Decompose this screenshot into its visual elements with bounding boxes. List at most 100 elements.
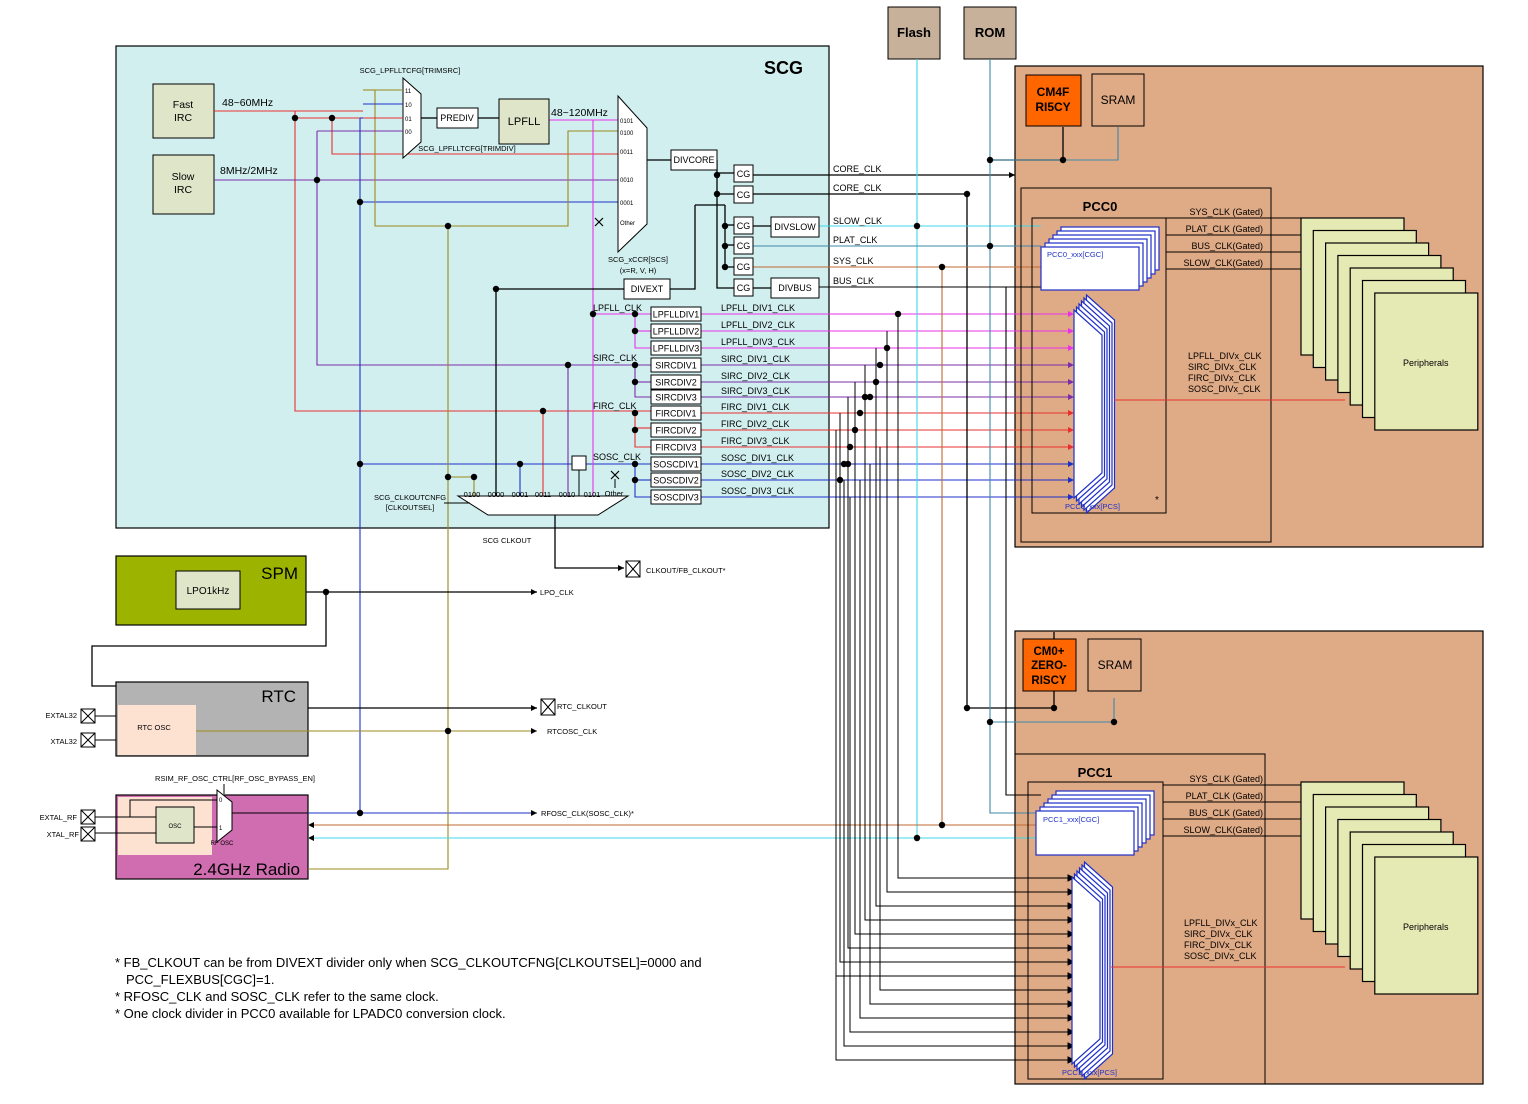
divider-0 [650,306,702,322]
cm4f-box [1025,74,1082,127]
cg-gate-4 [733,257,754,276]
pcs-arrow-11 [1067,1028,1076,1036]
divider-6 [650,405,702,421]
rf-osc-box [155,806,195,844]
arrow-0 [531,589,537,595]
rf-osc-inner-label: OSC [168,824,182,830]
scg-clkout-label: SCG CLKOUT [483,536,532,545]
clkout-pin-label: CLKOUT/FB_CLKOUT* [646,566,726,575]
pcc0-in-arrow-7 [1068,427,1074,433]
prediv-box [436,107,479,129]
junction-dot-39 [876,361,884,369]
bus-clk: BUS_CLK [833,276,874,286]
pcc0-in-arrow-8 [1068,444,1074,450]
pcc1-cgc-label: PCC1_xxx[CGC] [1043,815,1099,824]
clkout-in-0011: 0011 [535,490,551,499]
junction-dot-7 [470,473,478,481]
clkoutcfg-label-1: SCG_CLKOUTCNFG [374,493,446,502]
pcc0-in-arrow-0 [1068,311,1074,317]
clkout-mux [456,495,630,516]
pcc0-inner-box [1031,217,1167,514]
pcs-tap-10 [859,480,1068,1019]
pcs-arrow-5 [1067,944,1076,952]
radio-title: 2.4GHz Radio [193,860,300,879]
xtal32-pin-icon [80,732,96,748]
junction-dot-3 [356,198,364,206]
cg-gate-1 [733,185,754,204]
divider-label-2: LPFLLDIV3 [653,344,700,354]
xtal-rf-label: XTAL_RF [47,830,80,839]
clkout-in-0100: 0100 [464,490,481,499]
pcc0-in-arrow-10 [1068,477,1074,483]
junction-dot-20 [492,285,500,293]
clkout-in-0001: 0001 [512,490,529,499]
junction-dot-40 [866,393,874,401]
junction-dot-28 [986,242,994,250]
scs-mux-inputs: 0101 0100 0011 0010 0001 Other [620,119,635,227]
divbus-label: DIVBUS [778,283,812,293]
divider-label-1: LPFLLDIV2 [653,327,700,337]
trim-in-01: 01 [405,117,412,123]
junction-dot-38 [836,476,844,484]
junction-dot-25 [721,263,729,271]
pcc0-in-arrow-4 [1068,379,1074,385]
clkout-unconnected-x-icon [610,470,620,480]
slow-clk: SLOW_CLK [833,216,882,226]
scg-dividers: LPFLLDIV1LPFLL_DIV1_CLKLPFLLDIV2LPFLL_DI… [650,303,795,505]
lpo-box [175,570,241,610]
pcs-arrow-4 [1067,930,1076,938]
pcc1-pcs-stack [1071,860,1114,1081]
slow-irc-box [152,154,215,215]
junction-dot-42 [846,443,854,451]
sys-clk: SYS_CLK [833,256,874,266]
peripherals0-stack: Peripherals [1300,217,1479,431]
xccr-label-2: (x=R, V, H) [620,266,657,275]
cm0-label-3: RISCY [1031,675,1066,687]
junction-dot-13 [631,310,639,318]
junction-dot-47 [913,834,921,842]
divider-output-11: SOSC_DIV3_CLK [721,486,794,496]
sirc-wires [214,130,651,496]
pcc0-title: PCC0 [1083,199,1118,214]
note-3: * RFOSC_CLK and SOSC_CLK refer to the sa… [115,989,439,1004]
arrow-3 [531,810,537,816]
clkout-in-other: Other [605,489,624,498]
rtc-osc-box [118,705,196,755]
slow-irc-label-2: IRC [174,184,193,196]
periph0-label: Peripherals [1403,358,1449,368]
pcc1-divx-labels: LPFLL_DIVx_CLKSIRC_DIVx_CLKFIRC_DIVx_CLK… [1111,918,1345,968]
divider-label-0: LPFLLDIV1 [653,310,700,320]
pcs-tap-2 [875,348,1068,907]
divider-2 [650,340,702,356]
peripherals1-stack: Peripherals [1300,781,1479,995]
cg-label-5: CG [737,283,751,293]
cm4f-label-2: RI5CY [1035,100,1070,114]
junction-dot-9 [539,407,547,415]
radio-in-arrow-0 [308,822,314,828]
pcc0-cgc-label: PCC0_xxx[CGC] [1047,250,1103,259]
note-4: * One clock divider in PCC0 available fo… [115,1006,506,1021]
scs-in-other: Other [620,221,635,227]
divider-label-10: SOSCDIV2 [653,476,699,486]
cgc1-sheet-0 [1035,810,1135,856]
pcc1-divx-1: SIRC_DIVx_CLK [1184,929,1253,939]
rtc-osc-label: RTC OSC [137,723,171,732]
junction-dot-4 [444,222,452,230]
divslow-box [770,216,820,238]
junction-dot-36 [851,426,859,434]
fast-irc-label-1: Fast [173,99,194,111]
note-2: PCC_FLEXBUS[CGC]=1. [126,972,274,987]
divider-10 [650,472,702,488]
pcc0-in-arrow-3 [1068,362,1074,368]
junction-dot-23 [721,222,729,230]
cm0-box [1022,638,1077,692]
gated1-label-3: SLOW_CLK(Gated) [1183,825,1263,835]
divider-output-9: SOSC_DIV1_CLK [721,453,794,463]
xtal-rf-pin-icon [80,826,96,842]
periph1-label: Peripherals [1403,922,1449,932]
sirc-clk-label: SIRC_CLK [593,353,637,363]
pcs-arrow-10 [1067,1014,1076,1022]
junction-dot-44 [322,588,330,596]
scs-in-0101: 0101 [620,119,634,125]
xccr-label-1: SCG_xCCR[SCS] [608,255,668,264]
